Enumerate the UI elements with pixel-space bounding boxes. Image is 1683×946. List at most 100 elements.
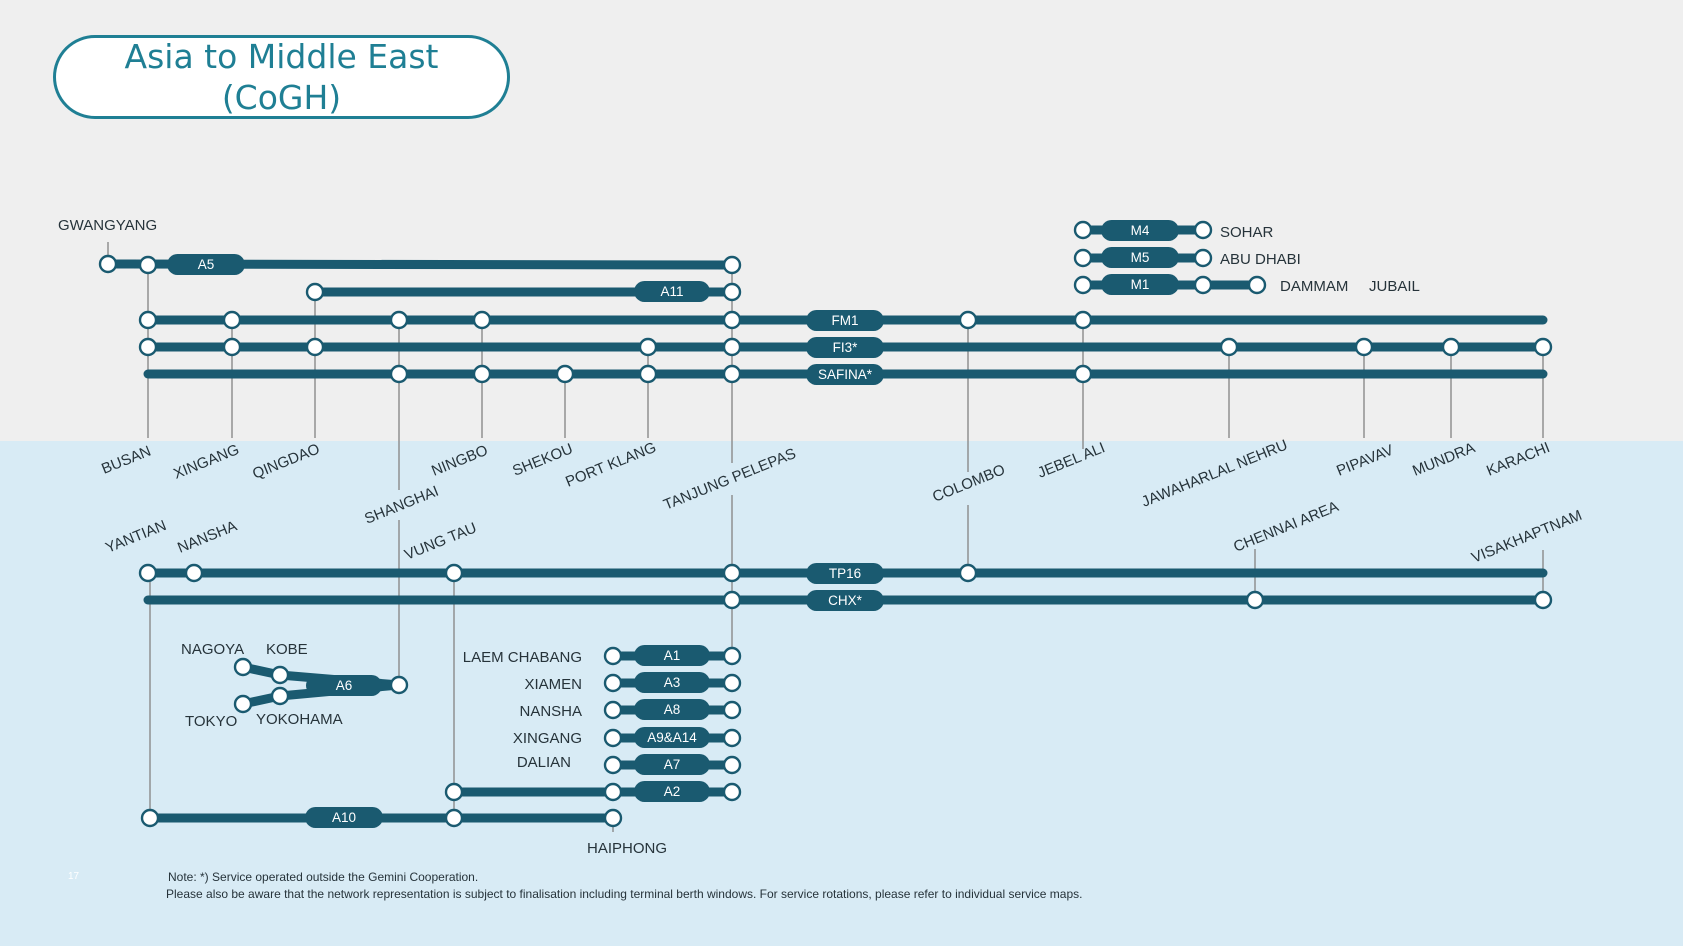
service-badge-fm1[interactable]: FM1 (806, 310, 884, 331)
port-node[interactable] (305, 282, 325, 302)
port-node[interactable] (138, 563, 158, 583)
service-badge-a2[interactable]: A2 (634, 781, 710, 802)
port-node[interactable] (1193, 220, 1213, 240)
service-label-a2: A2 (664, 784, 681, 799)
port-node[interactable] (138, 337, 158, 357)
port-node[interactable] (603, 673, 623, 693)
port-node[interactable] (140, 808, 160, 828)
port-node[interactable] (722, 728, 742, 748)
port-node[interactable] (638, 337, 658, 357)
service-label-fi3: FI3* (833, 340, 859, 355)
port-node[interactable] (270, 686, 290, 706)
port-node[interactable] (722, 310, 742, 330)
port-node[interactable] (722, 590, 742, 610)
port-node[interactable] (472, 310, 492, 330)
port-label-colombo: COLOMBO (930, 461, 1007, 505)
service-badge-m1[interactable]: M1 (1101, 274, 1179, 295)
port-node[interactable] (233, 657, 253, 677)
port-node[interactable] (270, 665, 290, 685)
port-node[interactable] (389, 364, 409, 384)
port-node[interactable] (1245, 590, 1265, 610)
port-label-busan: BUSAN (99, 443, 153, 478)
service-badge-m5[interactable]: M5 (1101, 247, 1179, 268)
service-badge-a11[interactable]: A11 (634, 281, 710, 302)
port-node[interactable] (444, 563, 464, 583)
service-badge-a7[interactable]: A7 (634, 754, 710, 775)
service-badge-a10[interactable]: A10 (305, 807, 383, 828)
port-label-jawaharlal-nehru: JAWAHARLAL NEHRU (1139, 437, 1290, 511)
port-node[interactable] (444, 782, 464, 802)
port-node[interactable] (722, 646, 742, 666)
port-node[interactable] (722, 255, 742, 275)
port-node[interactable] (1073, 310, 1093, 330)
port-node[interactable] (472, 364, 492, 384)
footnote-line-1: Note: *) Service operated outside the Ge… (168, 870, 479, 884)
service-badge-safina[interactable]: SAFINA* (806, 364, 884, 385)
port-node[interactable] (1441, 337, 1461, 357)
service-label-a8: A8 (664, 702, 681, 717)
port-node[interactable] (305, 337, 325, 357)
port-node[interactable] (603, 700, 623, 720)
service-label-a1: A1 (664, 648, 681, 663)
service-badge-a6[interactable]: A6 (306, 675, 382, 696)
port-node[interactable] (138, 255, 158, 275)
port-node[interactable] (1073, 220, 1093, 240)
port-label-jebel-ali: JEBEL ALI (1035, 439, 1107, 481)
port-node[interactable] (603, 808, 623, 828)
service-badge-a3[interactable]: A3 (634, 672, 710, 693)
port-node[interactable] (98, 254, 118, 274)
port-node[interactable] (233, 694, 253, 714)
port-node[interactable] (555, 364, 575, 384)
port-node[interactable] (1219, 337, 1239, 357)
port-node[interactable] (958, 310, 978, 330)
service-badge-m4[interactable]: M4 (1101, 220, 1179, 241)
port-node[interactable] (138, 310, 158, 330)
port-node[interactable] (1533, 337, 1553, 357)
service-badge-a9a14[interactable]: A9&A14 (634, 727, 710, 748)
port-node[interactable] (389, 310, 409, 330)
port-node[interactable] (722, 782, 742, 802)
port-node[interactable] (222, 337, 242, 357)
port-label-yantian: YANTIAN (103, 517, 169, 557)
service-badge-a5[interactable]: A5 (167, 254, 245, 275)
port-node[interactable] (1073, 248, 1093, 268)
port-node[interactable] (1073, 364, 1093, 384)
port-node[interactable] (603, 755, 623, 775)
port-label-xingang: XINGANG (513, 730, 582, 747)
port-label-port-klang: PORT KLANG (563, 439, 659, 491)
port-node[interactable] (1354, 337, 1374, 357)
port-node[interactable] (722, 282, 742, 302)
port-node[interactable] (722, 563, 742, 583)
service-badge-tp16[interactable]: TP16 (806, 563, 884, 584)
port-node[interactable] (603, 728, 623, 748)
service-badge-a8[interactable]: A8 (634, 699, 710, 720)
service-badge-chx[interactable]: CHX* (806, 590, 884, 611)
port-node[interactable] (1247, 275, 1267, 295)
port-node[interactable] (722, 364, 742, 384)
service-label-a5: A5 (198, 257, 215, 272)
port-node[interactable] (638, 364, 658, 384)
port-node[interactable] (1193, 248, 1213, 268)
port-label-nansha-lower: NANSHA (175, 518, 239, 557)
port-node[interactable] (722, 700, 742, 720)
service-badge-fi3[interactable]: FI3* (806, 337, 884, 358)
port-node[interactable] (389, 675, 409, 695)
port-node[interactable] (1193, 275, 1213, 295)
port-node[interactable] (1073, 275, 1093, 295)
port-node[interactable] (722, 673, 742, 693)
port-node[interactable] (603, 782, 623, 802)
port-node[interactable] (222, 310, 242, 330)
port-node[interactable] (444, 808, 464, 828)
port-label-mundra: MUNDRA (1410, 439, 1477, 479)
port-node[interactable] (958, 563, 978, 583)
port-node[interactable] (1533, 590, 1553, 610)
port-node[interactable] (184, 563, 204, 583)
service-badge-a1[interactable]: A1 (634, 645, 710, 666)
port-label-vung-tau: VUNG TAU (402, 519, 479, 563)
footnote-line-2: Please also be aware that the network re… (166, 887, 1083, 901)
port-node[interactable] (722, 337, 742, 357)
port-node[interactable] (603, 646, 623, 666)
service-label-safina: SAFINA* (818, 367, 873, 382)
port-node[interactable] (722, 755, 742, 775)
port-label-ningbo: NINGBO (429, 442, 490, 480)
